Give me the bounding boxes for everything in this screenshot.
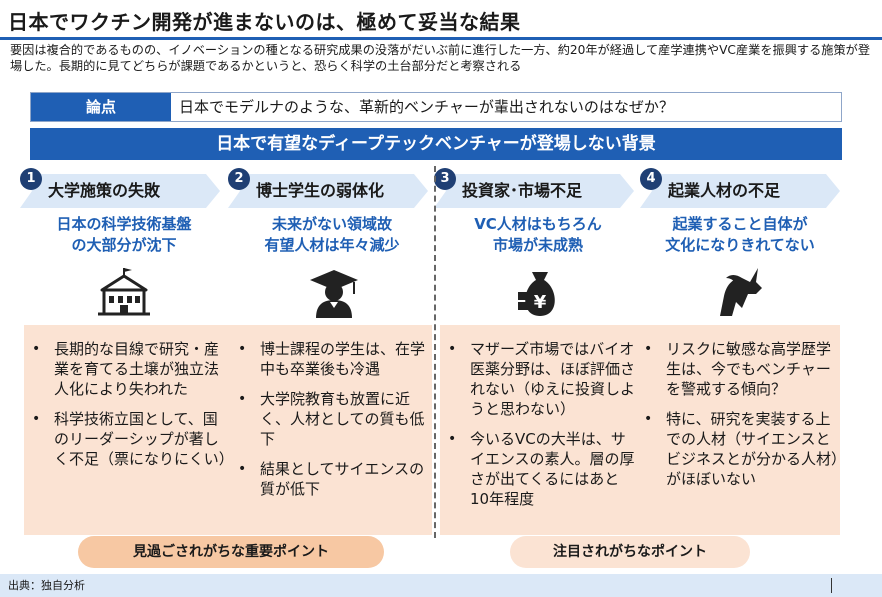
popular-point-pill: 注目されがちなポイント (510, 536, 750, 568)
column-subheading-1: 日本の科学技術基盤 の大部分が沈下 (24, 214, 224, 258)
list-item: リスクに敏感な高学歴学生は、今でもベンチャーを警戒する傾向？ (636, 339, 840, 399)
list-item: 長期的な目線で研究・産業を育てる土壌が独立法人化により失われた (24, 339, 230, 399)
list-item: 科学技術立国として、国のリーダーシップが著しく不足（票になりにくい） (24, 409, 230, 469)
source-note: 出典：独自分析 (8, 579, 85, 592)
column-4-panel: リスクに敏感な高学歴学生は、今でもベンチャーを警戒する傾向？ 特に、研究を実装す… (636, 325, 840, 535)
important-point-pill: 見過ごされがちな重要ポイント (78, 536, 384, 568)
step-label: 博士学生の弱体化 (256, 181, 385, 200)
list-item: マザーズ市場ではバイオ医薬分野は、ほぼ評価されない（ゆえに投資しようと思わない） (440, 339, 636, 419)
step-number-badge: 4 (640, 168, 662, 190)
topic-box: 論点 日本でモデルナのような、革新的ベンチャーが輩出されないのはなぜか？ (30, 92, 842, 122)
money-bag-yen-icon: ¥ (510, 264, 570, 320)
column-subheading-4: 起業すること自体が 文化になりきれてない (640, 214, 840, 258)
subheading-line: 未来がない領域故 (271, 215, 392, 233)
list-item: 博士課程の学生は、在学中も卒業後も冷遇 (230, 339, 432, 379)
svg-text:¥: ¥ (534, 292, 547, 313)
subheading-line: 市場が未成熟 (492, 236, 583, 254)
column-divider (434, 166, 436, 538)
section-banner: 日本で有望なディープテックベンチャーが登場しない背景 (30, 128, 842, 160)
column-3-panel: マザーズ市場ではバイオ医薬分野は、ほぼ評価されない（ゆえに投資しようと思わない）… (440, 325, 636, 535)
chevron-shape (20, 174, 220, 208)
column-subheading-3: VC人材はもちろん 市場が未成熟 (440, 214, 636, 258)
topic-question: 日本でモデルナのような、革新的ベンチャーが輩出されないのはなぜか？ (179, 98, 674, 116)
subheading-line: 起業すること自体が (672, 215, 808, 233)
topic-label: 論点 (31, 93, 171, 121)
step-number-badge: 3 (434, 168, 456, 190)
chevron-step-2: 2 博士学生の弱体化 (228, 168, 428, 208)
column-subheading-2: 未来がない領域故 有望人材は年々減少 (228, 214, 436, 258)
university-icon (94, 264, 154, 320)
step-label: 起業人材の不足 (668, 181, 781, 200)
unicorn-icon (712, 264, 772, 320)
graduate-icon (304, 264, 364, 320)
chevron-step-1: 1 大学施策の失敗 (20, 168, 220, 208)
chevron-shape (228, 174, 428, 208)
column-2-panel: 博士課程の学生は、在学中も卒業後も冷遇 大学院教育も放置に近く、人材としての質も… (230, 325, 432, 535)
title-underline (0, 37, 882, 40)
step-number-badge: 1 (20, 168, 42, 190)
chevron-shape (640, 174, 840, 208)
subheading-line: 文化になりきれてない (665, 236, 815, 254)
list-item: 今いるVCの大半は、サイエンスの素人。層の厚さが出てくるにはあと10年程度 (440, 429, 636, 509)
chevron-step-4: 4 起業人材の不足 (640, 168, 840, 208)
page-title: 日本でワクチン開発が進まないのは、極めて妥当な結果 (8, 10, 521, 34)
list-item: 特に、研究を実装する上での人材（サイエンスとビジネスとが分かる人材）がほぼいない (636, 409, 840, 489)
list-item: 結果としてサイエンスの質が低下 (230, 459, 432, 499)
subheading-line: 日本の科学技術基盤 (56, 215, 192, 233)
subheading-line: の大部分が沈下 (71, 236, 177, 254)
step-label: 大学施策の失敗 (48, 181, 161, 200)
subheading-line: VC人材はもちろん (474, 215, 602, 233)
chevron-shape (434, 174, 634, 208)
column-1-panel: 長期的な目線で研究・産業を育てる土壌が独立法人化により失われた 科学技術立国とし… (24, 325, 230, 535)
chevron-step-3: 3 投資家･市場不足 (434, 168, 634, 208)
list-item: 大学院教育も放置に近く、人材としての質も低下 (230, 389, 432, 449)
step-number-badge: 2 (228, 168, 250, 190)
footer-divider (831, 578, 832, 593)
step-label: 投資家･市場不足 (462, 181, 583, 200)
intro-paragraph: 要因は複合的であるものの、イノベーションの種となる研究成果の没落がだいぶ前に進行… (10, 43, 871, 73)
subheading-line: 有望人材は年々減少 (264, 236, 400, 254)
footer-bar: 出典：独自分析 (0, 574, 882, 597)
